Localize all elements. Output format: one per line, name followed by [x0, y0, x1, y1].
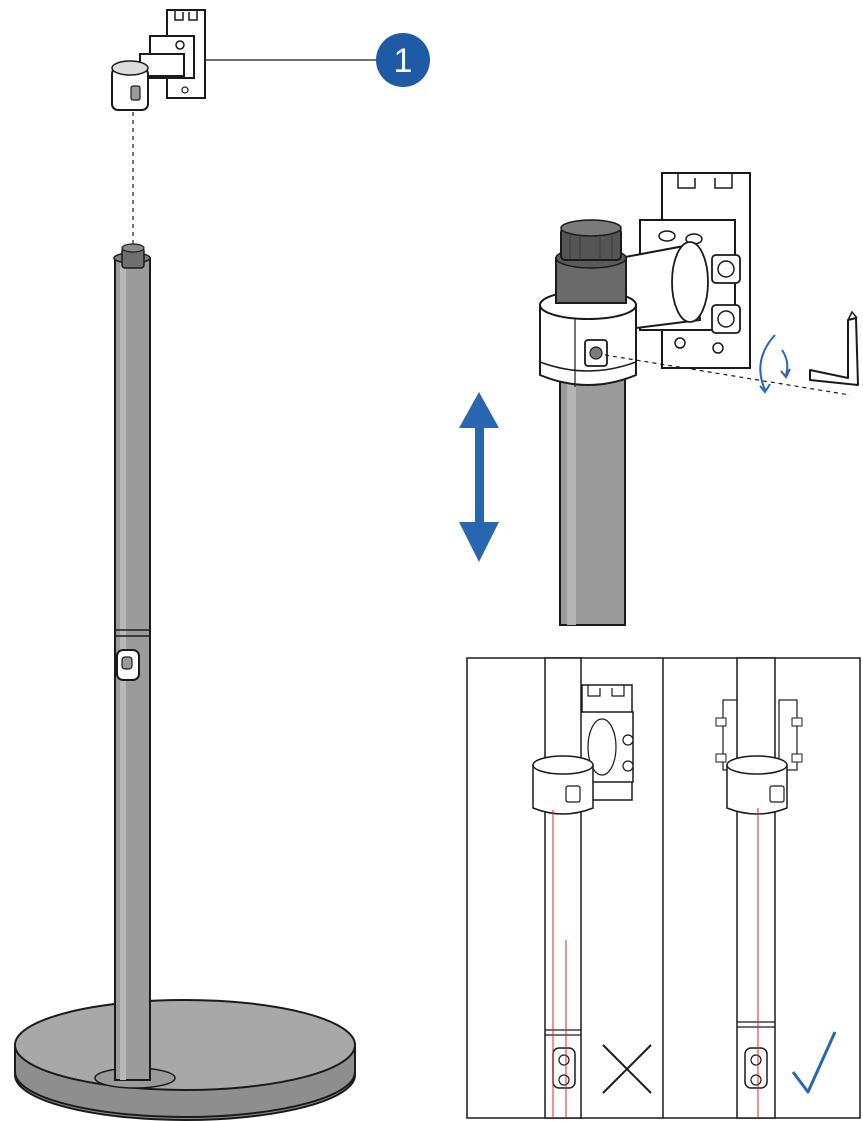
callout-number: 1 [394, 42, 413, 80]
detail-view [539, 172, 859, 626]
numbered-callout-circle-icon [376, 33, 430, 87]
tool-axis-dashed-line [604, 354, 851, 396]
callout-1: 1 [376, 33, 430, 87]
check-mark-icon [791, 1031, 837, 1094]
detail-arm [619, 241, 709, 332]
x-mark-icon [602, 1044, 652, 1094]
pole-top-knob [121, 243, 145, 269]
correct-example-panel [715, 657, 837, 1119]
wrong-example-panel [532, 657, 652, 1119]
set-screw [589, 346, 603, 360]
comparison-panels [466, 657, 861, 1119]
pole-clamp [116, 649, 140, 681]
floor-stand [14, 112, 356, 1121]
detail-pole [559, 339, 626, 626]
stand-base [14, 999, 356, 1121]
detail-top-knob [555, 219, 627, 304]
rotate-arrow-icon [759, 334, 791, 394]
detail-clamp-collar [539, 290, 637, 387]
double-headed-vertical-arrow-icon [459, 392, 499, 562]
small-mount-bracket [111, 9, 206, 111]
allen-key-icon [809, 310, 859, 386]
